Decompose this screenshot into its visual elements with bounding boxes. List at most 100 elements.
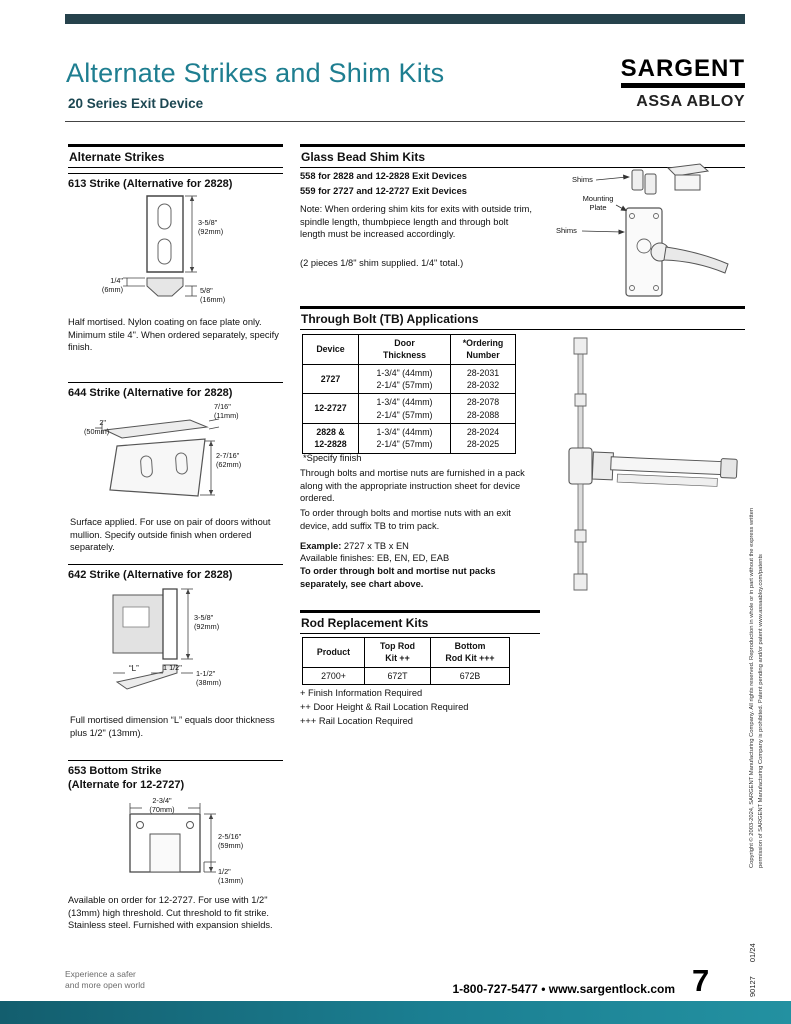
available-finishes: Available finishes: EB, EN, ED, EAB (300, 553, 450, 563)
col-door-thickness: Door Thickness (358, 334, 451, 365)
copyright-text: Copyright © 2003-2024, SARGENT Manufactu… (748, 438, 765, 868)
dim-642-small: 1 1/2" (163, 663, 182, 672)
col-device: Device (302, 334, 359, 365)
assa-abloy-logo: ASSA ABLOY (636, 93, 745, 111)
cell-bottom-rod: 672B (430, 666, 510, 685)
top-accent-bar (65, 14, 745, 24)
section-glass-bead: Glass Bead Shim Kits (300, 144, 745, 168)
copyright-line-1: Copyright © 2003-2024, SARGENT Manufactu… (749, 507, 755, 868)
dim-642-height: 3-5/8" (92mm) (194, 613, 220, 631)
col-product: Product (302, 637, 365, 668)
heading-653-strike: 653 Bottom Strike (Alternate for 12-2727… (68, 760, 283, 793)
rod-kits-table: Product Top Rod Kit ++ Bottom Rod Kit ++… (302, 637, 510, 685)
table-row: 12-2727 1-3/4" (44mm) 2-1/4" (57mm) 28-2… (302, 393, 516, 424)
shim-kit-drawing (548, 160, 748, 315)
rod-note-2: ++ Door Height & Rail Location Required (300, 702, 469, 712)
page-number: 7 (692, 963, 710, 998)
heading-644-strike: 644 Strike (Alternative for 2828) (68, 382, 283, 401)
header-divider (65, 121, 745, 122)
specify-finish-note: *Specify finish (303, 453, 362, 463)
section-alternate-strikes: Alternate Strikes (68, 144, 283, 168)
section-rod-kits: Rod Replacement Kits (300, 610, 540, 634)
dim-653-width: 2-3/4" (70mm) (149, 796, 175, 814)
footer-contact: 1-800-727-5477 • www.sargentlock.com (380, 982, 675, 996)
table-row: 2828 & 12-2828 1-3/4" (44mm) 2-1/4" (57m… (302, 422, 516, 454)
dim-644-width: 2" (50mm) (84, 418, 110, 436)
through-bolt-table: Device Door Thickness *Ordering Number 2… (302, 334, 516, 454)
rod-note-1: + Finish Information Required (300, 688, 423, 698)
heading-653-line1: 653 Bottom Strike (68, 765, 162, 777)
section-heading: Glass Bead Shim Kits (300, 147, 745, 168)
642-strike-drawing (75, 583, 290, 713)
dim-653-height: 2-5/16" (59mm) (218, 832, 244, 850)
dim-644-height: 2-7/16" (62mm) (216, 451, 242, 469)
dim-642-lip: 1-1/2" (38mm) (196, 669, 222, 687)
section-heading: Rod Replacement Kits (300, 613, 540, 634)
table-row: 2700+ 672T 672B (302, 666, 510, 685)
kit-558: 558 for 2828 and 12-2828 Exit Devices (300, 171, 467, 181)
page-subtitle: 20 Series Exit Device (68, 96, 204, 111)
section-heading: Alternate Strikes (68, 147, 283, 168)
dim-613-lip: 1/4" (6mm) (101, 276, 123, 294)
label-mounting-plate: Mounting Plate (582, 194, 614, 212)
cell-product: 2700+ (302, 666, 365, 685)
col-top-rod: Top Rod Kit ++ (364, 637, 431, 668)
shim-supplied-note: (2 pieces 1/8" shim supplied. 1/4" total… (300, 258, 464, 268)
label-shims-top: Shims (572, 175, 593, 184)
bullet-separator: • (541, 982, 546, 996)
rod-note-3: +++ Rail Location Required (300, 716, 413, 726)
653-strike-drawing (95, 796, 285, 896)
section-through-bolt: Through Bolt (TB) Applications (300, 306, 745, 330)
cell-device: 2727 (302, 363, 359, 395)
cell-ordering: 28-2024 28-2025 (450, 422, 516, 454)
example-label: Example: (300, 541, 342, 551)
tagline-line-1: Experience a safer (65, 969, 136, 979)
doc-date: 01/24 (748, 943, 757, 963)
dim-613-depth: 5/8" (16mm) (200, 286, 226, 304)
heading-653-line2: (Alternate for 12-2727) (68, 778, 185, 791)
col-bottom-rod: Bottom Rod Kit +++ (430, 637, 510, 668)
table-row: 2727 1-3/4" (44mm) 2-1/4" (57mm) 28-2031… (302, 363, 516, 395)
cell-top-rod: 672T (364, 666, 431, 685)
table-header-row: Product Top Rod Kit ++ Bottom Rod Kit ++… (302, 637, 510, 668)
website-url: www.sargentlock.com (548, 982, 675, 996)
sargent-logo: SARGENT (620, 56, 745, 89)
613-description: Half mortised. Nylon coating on face pla… (68, 317, 279, 353)
heading-642-strike: 642 Strike (Alternative for 2828) (68, 564, 283, 583)
vertical-rod-device-drawing (548, 332, 748, 594)
653-description: Available on order for 12-2727. For use … (68, 895, 273, 931)
phone-number: 1-800-727-5477 (452, 982, 538, 996)
kit-559: 559 for 2727 and 12-2727 Exit Devices (300, 186, 467, 196)
cell-thickness: 1-3/4" (44mm) 2-1/4" (57mm) (358, 422, 451, 454)
cell-ordering: 28-2078 28-2088 (450, 393, 516, 424)
613-strike-drawing (85, 192, 285, 310)
cell-thickness: 1-3/4" (44mm) 2-1/4" (57mm) (358, 393, 451, 424)
644-strike-drawing (75, 400, 290, 515)
642-description: Full mortised dimension “L” equals door … (70, 715, 275, 738)
dim-653-lip: 1/2" (13mm) (218, 867, 244, 885)
tb-paragraph-1: Through bolts and mortise nuts are furni… (300, 468, 525, 504)
tb-paragraph-2: To order through bolts and mortise nuts … (300, 508, 511, 531)
doc-code: 90127 01/24 (748, 867, 757, 997)
heading-613-strike: 613 Strike (Alternative for 2828) (68, 173, 283, 192)
644-description: Surface applied. For use on pair of door… (70, 517, 271, 553)
cell-ordering: 28-2031 28-2032 (450, 363, 516, 395)
footer-accent-bar (0, 1001, 791, 1024)
section-heading: Through Bolt (TB) Applications (300, 309, 745, 330)
example-value: 2727 x TB x EN (341, 541, 409, 551)
label-shims-bottom: Shims (556, 226, 577, 235)
doc-number: 90127 (748, 976, 757, 997)
tb-paragraph-3: To order through bolt and mortise nut pa… (300, 566, 496, 589)
dim-642-l: “L” (129, 664, 139, 673)
dim-613-height: 3-5/8" (92mm) (198, 218, 224, 236)
tagline-line-2: and more open world (65, 980, 145, 990)
col-ordering-number: *Ordering Number (450, 334, 516, 365)
cell-device: 2828 & 12-2828 (302, 422, 359, 454)
cell-device: 12-2727 (302, 393, 359, 424)
page-title: Alternate Strikes and Shim Kits (66, 58, 445, 88)
table-header-row: Device Door Thickness *Ordering Number (302, 334, 516, 365)
shim-note: Note: When ordering shim kits for exits … (300, 204, 532, 240)
copyright-line-2: permission of SARGENT Manufacturing Comp… (757, 554, 764, 868)
cell-thickness: 1-3/4" (44mm) 2-1/4" (57mm) (358, 363, 451, 395)
